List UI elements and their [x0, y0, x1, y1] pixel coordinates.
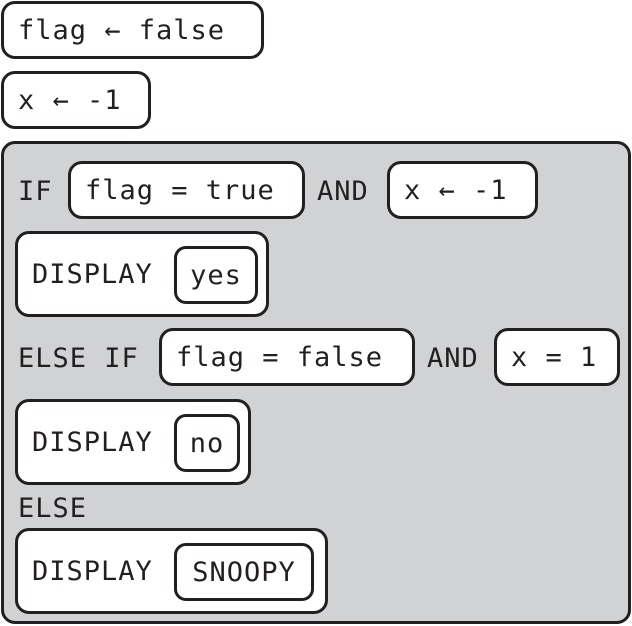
if-keyword: IF: [18, 176, 53, 207]
else-display-value-box: SNOOPY: [174, 543, 314, 601]
assign-x-block: x ← -1: [1, 71, 151, 129]
else-keyword: ELSE: [18, 493, 88, 524]
if-condition-left: flag = true: [68, 161, 305, 219]
assign-x-text: x ← -1: [18, 84, 122, 116]
elseif-condition-left-text: flag = false: [176, 341, 384, 373]
if-display-value: yes: [190, 259, 242, 291]
elseif-display-keyword: DISPLAY: [32, 426, 153, 458]
else-display-block: DISPLAY SNOOPY: [15, 528, 328, 614]
if-condition-left-text: flag = true: [85, 174, 275, 206]
if-else-block: IF flag = true AND x ← -1 DISPLAY yes EL…: [1, 141, 631, 624]
if-display-keyword: DISPLAY: [32, 258, 153, 290]
if-display-value-box: yes: [174, 246, 258, 304]
elseif-display-value-box: no: [174, 414, 240, 472]
if-condition-right: x ← -1: [387, 161, 538, 219]
elseif-display-block: DISPLAY no: [15, 399, 251, 485]
else-display-value: SNOOPY: [192, 556, 296, 588]
if-condition-right-text: x ← -1: [404, 174, 508, 206]
elseif-condition-right-text: x = 1: [511, 341, 598, 373]
if-display-block: DISPLAY yes: [15, 231, 269, 317]
elseif-display-value: no: [189, 427, 225, 459]
elseif-and-keyword: AND: [427, 343, 479, 374]
assign-flag-text: flag ← false: [18, 14, 226, 46]
else-display-keyword: DISPLAY: [32, 555, 153, 587]
elseif-keyword: ELSE IF: [18, 343, 139, 374]
if-and-keyword: AND: [317, 176, 369, 207]
elseif-condition-right: x = 1: [494, 328, 620, 386]
assign-flag-block: flag ← false: [1, 1, 264, 59]
elseif-condition-left: flag = false: [159, 328, 415, 386]
